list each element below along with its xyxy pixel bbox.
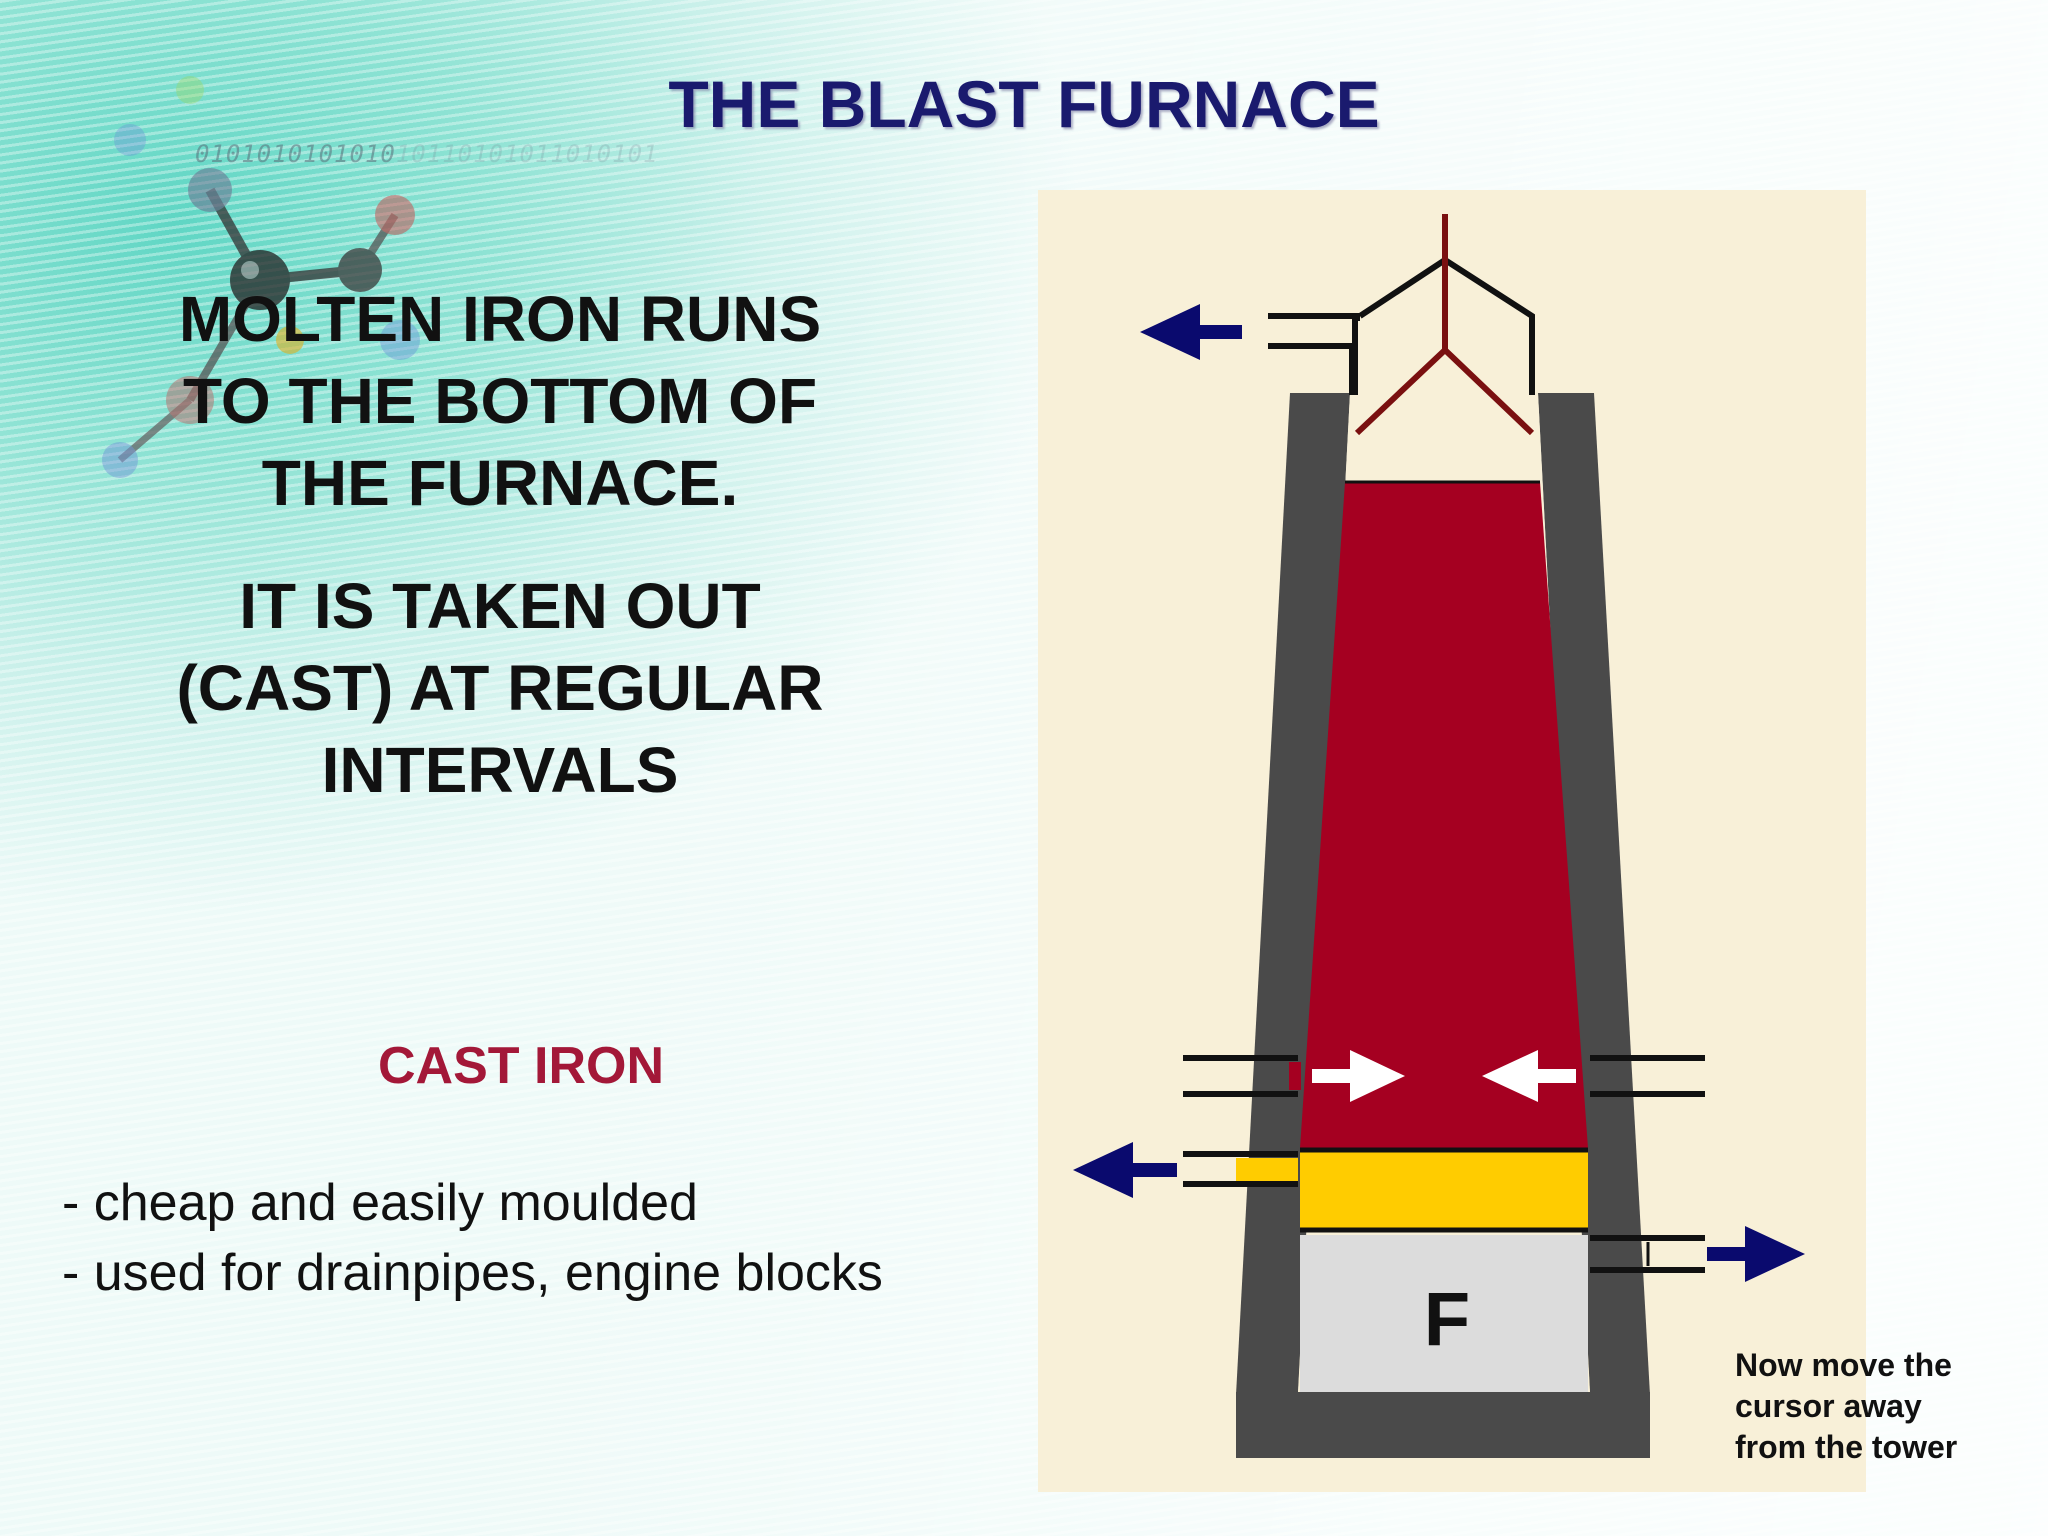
hopper-outline [1352,315,1360,395]
arrow-left-icon [1140,304,1242,360]
binary-text-faded: 10110101011010101 [395,140,659,168]
slag-tap-channel [1236,1158,1298,1186]
hopper-bell [1358,256,1535,395]
note-line: Now move the [1735,1347,1952,1383]
slide-title: THE BLAST FURNACE [668,67,1380,141]
hopper-cone [1354,345,1535,436]
molten-iron-text: MOLTEN IRON RUNS TO THE BOTTOM OF THE FU… [130,278,870,524]
text-line: TO THE BOTTOM OF [182,365,818,437]
note-line: from the tower [1735,1429,1958,1465]
furnace-label: F [1424,1277,1470,1362]
arrow-left-icon [1073,1142,1177,1198]
furnace-right-wall [1538,393,1650,1395]
arrow-right-icon [1312,1050,1405,1102]
note-line: cursor away [1735,1388,1922,1424]
furnace-base [1236,1392,1650,1458]
text-line: INTERVALS [321,734,679,806]
molten-charge [1300,482,1588,1148]
binary-decoration: 010101010101010110101011010101 [195,140,658,168]
cursor-note: Now move the cursor away from the tower [1735,1345,2035,1468]
cast-interval-text: IT IS TAKEN OUT (CAST) AT REGULAR INTERV… [130,565,870,811]
text-line: (CAST) AT REGULAR [176,652,824,724]
text-line: IT IS TAKEN OUT [239,570,761,642]
text-line: THE FURNACE. [261,447,739,519]
text-line: MOLTEN IRON RUNS [178,283,822,355]
binary-text: 0101010101010 [195,140,396,168]
furnace-left-wall [1236,393,1350,1395]
tuyere-left-gap [1289,1062,1301,1090]
arrow-right-icon [1707,1226,1805,1282]
cast-iron-uses-list: - cheap and easily moulded - used for dr… [62,1168,883,1308]
list-item: - cheap and easily moulded [62,1174,698,1232]
slag-layer [1300,1152,1588,1228]
list-item: - used for drainpipes, engine blocks [62,1244,883,1302]
molecule-decoration [102,76,420,478]
arrow-left-icon [1482,1050,1576,1102]
cast-iron-heading: CAST IRON [378,1037,664,1095]
bottom-chamber [1300,1235,1588,1392]
